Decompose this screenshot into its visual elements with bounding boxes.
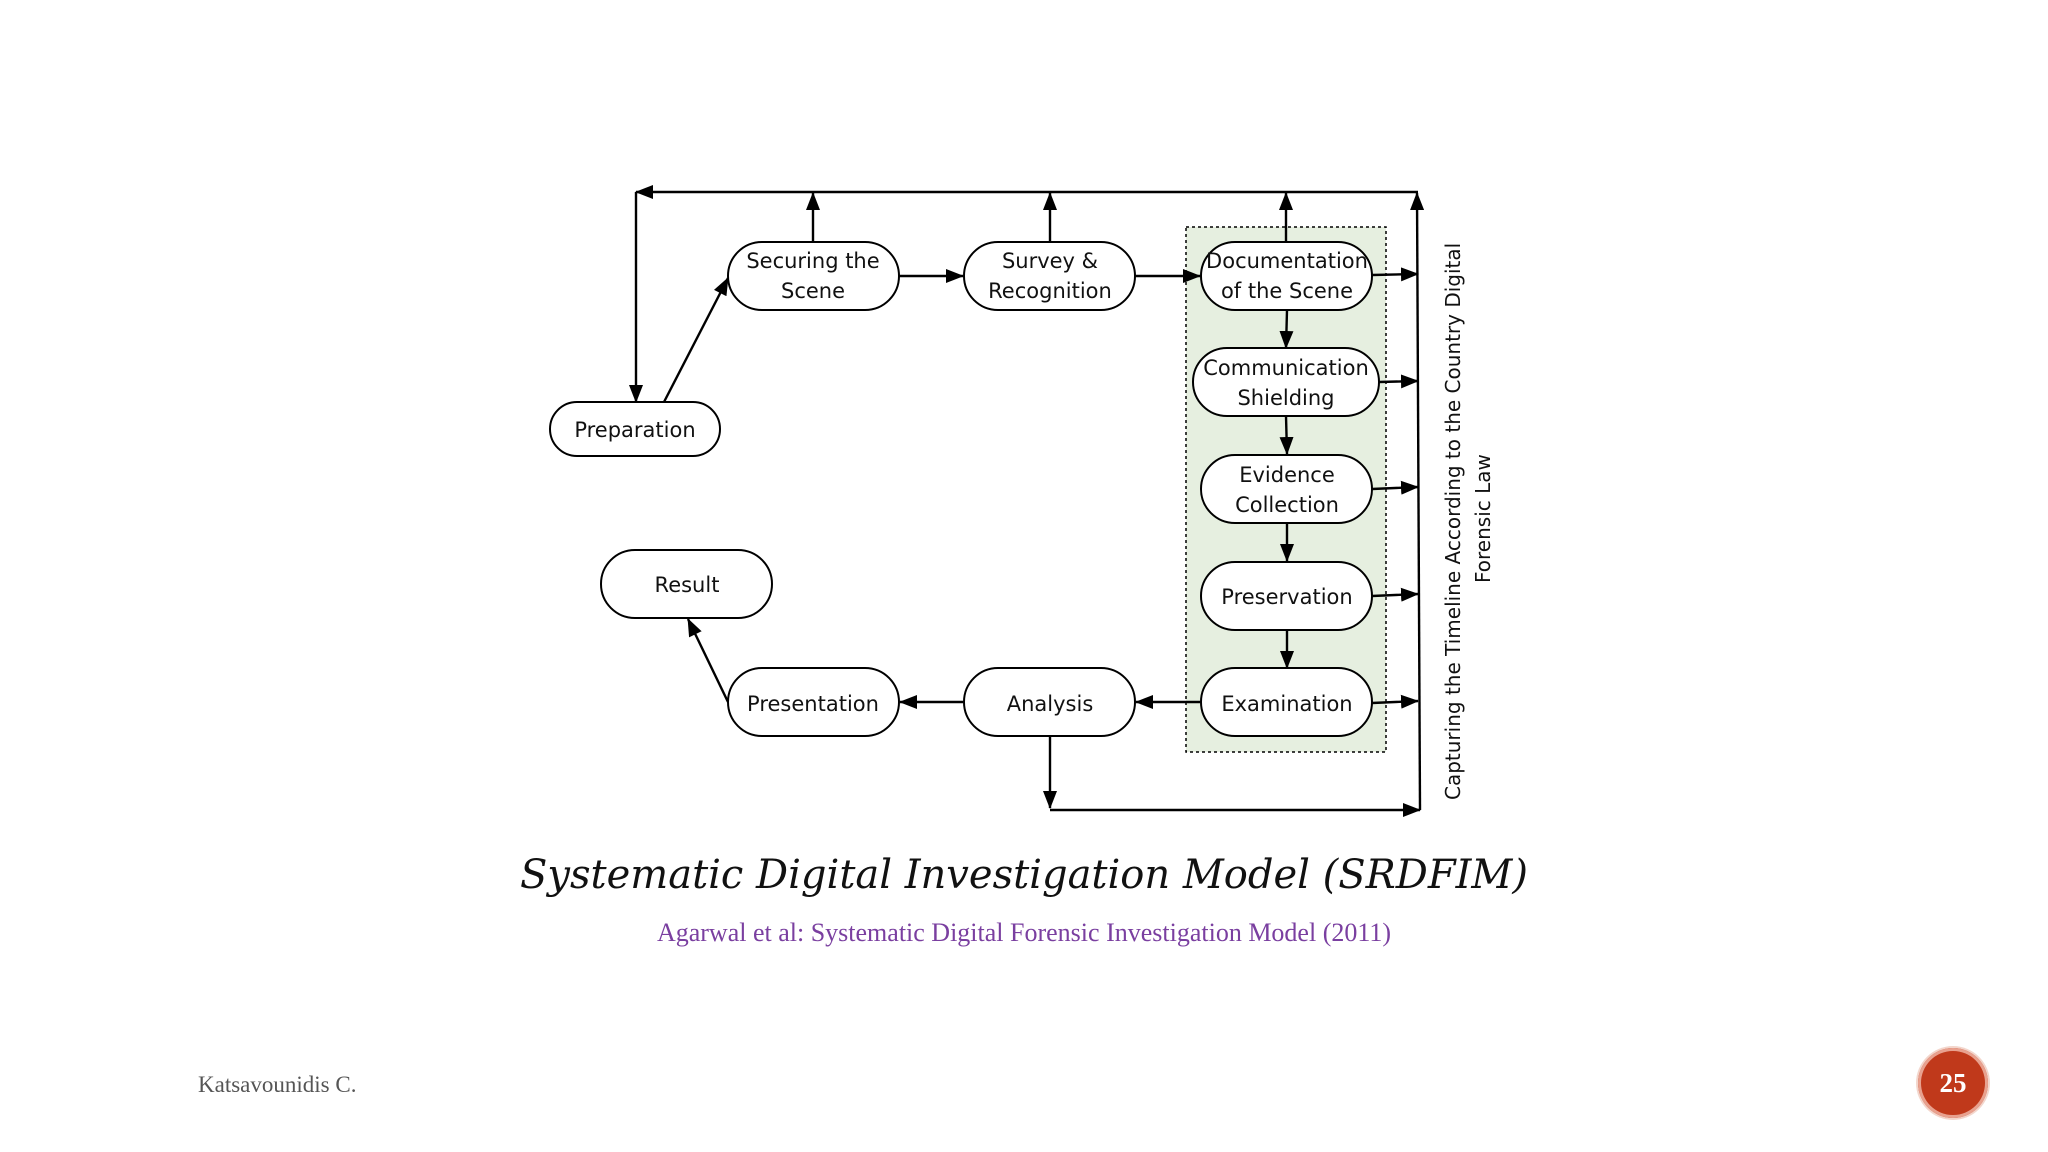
timeline-side-label: Capturing the Timeline According to the …	[1441, 243, 1495, 800]
node-evidence-label-line1: Evidence	[1239, 463, 1335, 487]
node-securing-label-line2: Scene	[781, 279, 845, 303]
node-result: Result	[600, 549, 773, 619]
node-securing-the-scene: Securing the Scene	[727, 241, 900, 311]
connectors	[629, 185, 1425, 817]
side-label-line1: Capturing the Timeline According to the …	[1441, 243, 1465, 800]
node-survey-label-line1: Survey &	[1002, 249, 1098, 273]
node-preparation-label: Preparation	[574, 418, 695, 442]
node-result-label: Result	[655, 573, 720, 597]
node-preparation: Preparation	[549, 401, 721, 457]
side-label-line2: Forensic Law	[1471, 454, 1495, 583]
node-documentation-label-line1: Documentation	[1206, 249, 1368, 273]
node-communication-label-line1: Communication	[1203, 356, 1369, 380]
page-number-badge: 25	[1918, 1048, 1988, 1118]
node-communication-label-line2: Shielding	[1237, 386, 1334, 410]
author-footer: Katsavounidis C.	[198, 1072, 357, 1097]
node-presentation: Presentation	[727, 667, 900, 737]
node-analysis-label: Analysis	[1007, 692, 1094, 716]
node-survey-label-line2: Recognition	[988, 279, 1112, 303]
node-communication-shielding: Communication Shielding	[1192, 347, 1380, 417]
node-documentation-of-the-scene: Documentation of the Scene	[1200, 241, 1373, 311]
node-presentation-label: Presentation	[747, 692, 879, 716]
node-evidence-label-line2: Collection	[1235, 493, 1339, 517]
figure-source: Agarwal et al: Systematic Digital Forens…	[656, 918, 1392, 947]
node-survey-recognition: Survey & Recognition	[963, 241, 1136, 311]
node-documentation-label-line2: of the Scene	[1221, 279, 1353, 303]
figure-title: Systematic Digital Investigation Model (…	[520, 852, 1528, 898]
node-preservation: Preservation	[1200, 561, 1373, 631]
node-examination: Examination	[1200, 667, 1373, 737]
node-securing-label-line1: Securing the	[746, 249, 879, 273]
node-analysis: Analysis	[963, 667, 1136, 737]
page-number: 25	[1939, 1067, 1967, 1098]
node-preservation-label: Preservation	[1221, 585, 1352, 609]
node-examination-label: Examination	[1221, 692, 1352, 716]
node-evidence-collection: Evidence Collection	[1200, 454, 1373, 524]
